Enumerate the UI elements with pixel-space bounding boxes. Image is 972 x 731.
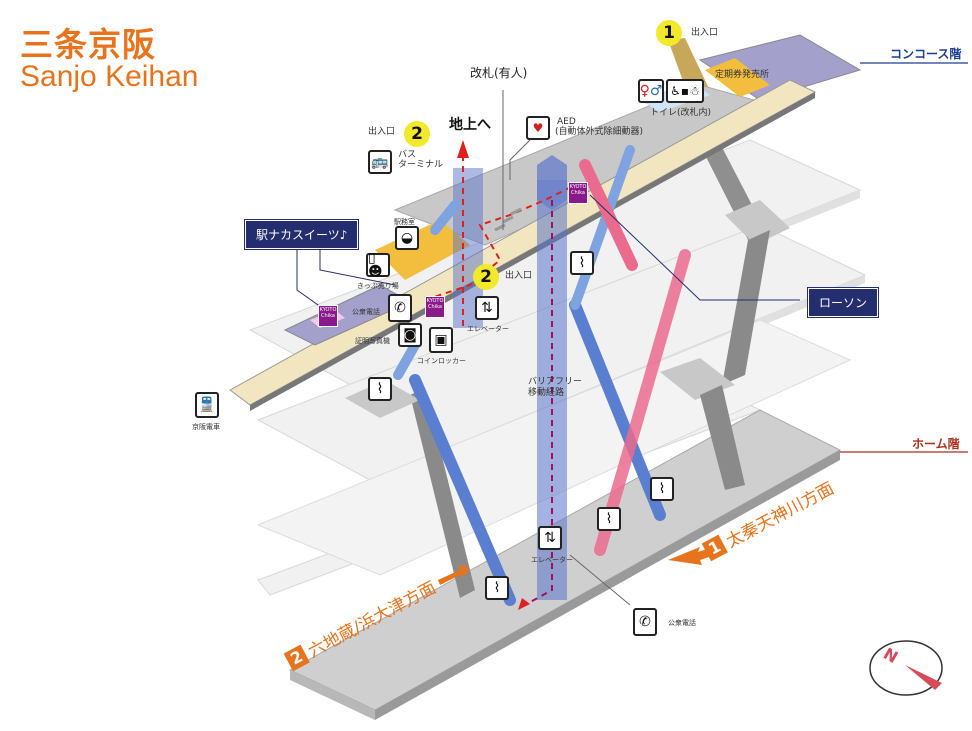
exit-1-badge[interactable]: 1 — [656, 20, 682, 46]
toilet-label: トイレ(改札内) — [650, 108, 712, 118]
escalator-up-1 — [409, 374, 516, 606]
ekinaka-sweets-callout[interactable]: 駅ナカスイーツ♪ — [243, 219, 360, 250]
accessible-toilet-icon[interactable]: ♿▪☃ — [666, 79, 704, 103]
escalator-icon: ⌇ — [597, 507, 621, 531]
elevator-icon[interactable]: ⇅ — [475, 296, 499, 320]
direction-arrow-platform2 — [438, 565, 470, 585]
stairs-right-lower — [700, 385, 745, 490]
main-corridor-edge — [250, 92, 815, 411]
platform-floor-edge — [375, 450, 840, 720]
barrier-free-label-2: 移動経路 — [528, 388, 565, 398]
aed-pointer — [509, 139, 531, 180]
public-phone-upper-label: 公衆電話 — [352, 308, 380, 316]
elevator-icon-lower[interactable]: ⇅ — [538, 526, 562, 550]
ticket-gate-label: 改札(有人) — [470, 66, 528, 80]
route-arrow-down — [518, 598, 530, 610]
compass-needle — [905, 665, 942, 690]
compass-icon — [869, 640, 943, 696]
exit-2-badge[interactable]: 2 — [404, 121, 430, 147]
station-name-japanese: 三条京阪 — [20, 25, 156, 64]
elevator-lower-label: エレベーター — [531, 556, 573, 564]
concourse-floor-label: コンコース階 — [890, 47, 962, 61]
photo-booth-label: 証明写真機 — [355, 337, 390, 345]
escalator-up-2 — [569, 299, 666, 521]
lawson-callout-line — [589, 194, 800, 301]
phone-callout-line — [569, 554, 631, 606]
exit-2-label: 出入口 — [368, 127, 396, 137]
restroom-icon[interactable]: ♀♂ — [638, 79, 664, 103]
escalator-up-5 — [393, 340, 420, 380]
phone-icon[interactable]: ✆ — [388, 294, 412, 322]
exit-2b-label: 出入口 — [505, 271, 533, 281]
route-arrow-up — [457, 140, 469, 158]
bus-terminal-label-2: ターミナル — [398, 160, 444, 170]
phone-icon-lower[interactable]: ✆ — [633, 608, 657, 636]
escalator-down-2 — [579, 159, 638, 271]
escalator-up-4 — [430, 200, 460, 235]
platform-floor-label: ホーム階 — [912, 437, 960, 451]
keihan-train-label: 京阪電車 — [192, 423, 220, 431]
barrier-free-label-1: バリアフリー — [528, 377, 583, 387]
lawson-callout[interactable]: ローソン — [806, 287, 880, 318]
to-ground-label: 地上へ — [449, 117, 491, 133]
commuter-pass-office-label: 定期券発売所 — [715, 70, 770, 80]
coin-locker-label: コインロッカー — [417, 357, 466, 365]
camera-icon[interactable]: ◙ — [398, 323, 422, 347]
ekinaka-callout-line-2 — [319, 246, 396, 286]
escalator-icon: ⌇ — [650, 477, 674, 501]
elevator-upper-label: エレベーター — [467, 325, 509, 333]
train-icon[interactable]: 🚆 — [195, 392, 219, 418]
stairs-right-mid — [722, 230, 770, 385]
elevator-top-box — [537, 155, 567, 210]
stairs-right-landing — [725, 200, 790, 245]
direction-arrow-platform1 — [668, 547, 712, 565]
barrier-free-route-concourse — [424, 184, 576, 301]
station-office-icon[interactable]: ◒ — [395, 226, 419, 250]
aed-icon[interactable]: ♥ — [526, 116, 550, 140]
station-office-area — [375, 220, 470, 280]
stairs-left-lower — [410, 388, 475, 598]
station-office-label: 駅務室 — [394, 218, 415, 226]
coin-locker-icon[interactable]: ▣ — [429, 327, 453, 353]
ticket-machines-label: きっぷ売り場 — [357, 282, 399, 290]
escalator-down-1 — [594, 249, 691, 556]
exit-1-label: 出入口 — [691, 28, 719, 38]
station-name-english: Sanjo Keihan — [20, 60, 199, 93]
escalator-icon: ⌇ — [485, 576, 509, 600]
escalator-icon: ⌇ — [570, 251, 594, 275]
public-phone-lower-label: 公衆電話 — [668, 619, 696, 627]
platform-floor-left-edge — [290, 670, 375, 720]
ticket-machine-icon[interactable]: ▯☻ — [366, 251, 390, 279]
escalator-icon: ⌇ — [368, 377, 392, 401]
aed-detail-label: (自動体外式除細動器) — [555, 127, 644, 137]
bus-icon[interactable]: 🚌 — [368, 150, 392, 174]
barrier-free-route-shaft — [524, 200, 553, 606]
aed-label: AED — [557, 117, 576, 127]
escalator-up-3 — [570, 145, 635, 310]
exit-2b-badge[interactable]: 2 — [473, 264, 499, 290]
ekinaka-callout-line-1 — [296, 246, 326, 311]
commuter-pass-office-area — [705, 58, 770, 97]
bus-terminal-label-1: バス — [398, 150, 417, 160]
